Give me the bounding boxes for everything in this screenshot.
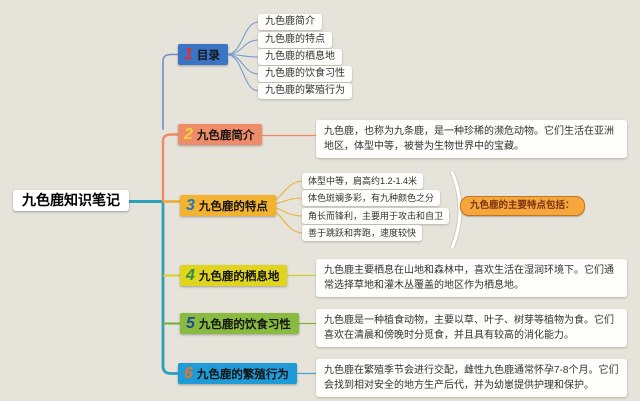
wire-to-catalog [162,53,184,130]
intro-detail-card[interactable]: 九色鹿，也称为九条鹿，是一种珍稀的濒危动物。它们生活在亚洲地区，体型中等，被誉为… [316,120,627,158]
catalog-item[interactable]: 九色鹿的繁殖行为 [258,83,352,99]
branch-reproduction-number: 6 [184,364,193,382]
wire-spine-down [161,201,186,375]
branch-diet-label: 九色鹿的饮食习性 [198,318,291,331]
branch-reproduction[interactable]: 6 九色鹿的繁殖行为 [178,363,297,384]
catalog-item[interactable]: 九色鹿简介 [258,14,322,30]
diet-detail-card[interactable]: 九色鹿是一种植食动物，主要以草、叶子、树芽等植物为食。它们喜欢在清晨和傍晚时分觅… [316,309,627,347]
branch-features[interactable]: 3 九色鹿的特点 [180,195,276,216]
feature-item[interactable]: 善于跳跃和奔跑，速度较快 [302,225,423,241]
branch-features-number: 3 [186,196,195,214]
feature-item[interactable]: 体型中等，肩高约1.2-1.4米 [302,173,424,189]
feature-item[interactable]: 角长而锋利，主要用于攻击和自卫 [302,208,450,224]
reproduction-detail-card[interactable]: 九色鹿在繁殖季节会进行交配，雌性九色鹿通常怀孕7-8个月。它们会找到相对安全的地… [316,359,627,397]
branch-habitat[interactable]: 4 九色鹿的栖息地 [180,265,288,286]
wire-catalog-item-2 [225,39,260,56]
wire-catalog-item-5 [225,53,260,92]
branch-catalog-number: 1 [184,45,193,63]
habitat-detail-card[interactable]: 九色鹿主要栖息在山地和森林中，喜欢生活在湿润环境下。它们通常选择草地和灌木丛覆盖… [316,259,627,297]
branch-habitat-label: 九色鹿的栖息地 [198,270,280,283]
branch-catalog[interactable]: 1 目录 [178,44,228,65]
branch-intro-label: 九色鹿简介 [196,129,255,142]
features-callout: 九色鹿的主要特点包括： [460,196,585,216]
branch-diet-number: 5 [186,314,195,332]
catalog-item[interactable]: 九色鹿的栖息地 [258,49,342,65]
branch-features-label: 九色鹿的特点 [198,200,268,213]
root-topic[interactable]: 九色鹿知识笔记 [13,190,129,211]
catalog-item[interactable]: 九色鹿的特点 [258,32,332,48]
branch-intro[interactable]: 2 九色鹿简介 [178,124,263,145]
wire-catalog-item-1 [225,21,260,56]
branch-diet[interactable]: 5 九色鹿的饮食习性 [180,313,299,334]
branch-reproduction-label: 九色鹿的繁殖行为 [196,368,289,381]
branch-intro-number: 2 [184,125,193,143]
feature-item[interactable]: 体色斑斓多彩，有九种颜色之分 [302,190,441,206]
wire-to-intro [161,133,186,202]
branch-habitat-number: 4 [186,266,195,284]
curly-brace-icon [450,171,462,249]
catalog-item[interactable]: 九色鹿的饮食习性 [258,66,352,82]
branch-catalog-label: 目录 [196,49,220,62]
